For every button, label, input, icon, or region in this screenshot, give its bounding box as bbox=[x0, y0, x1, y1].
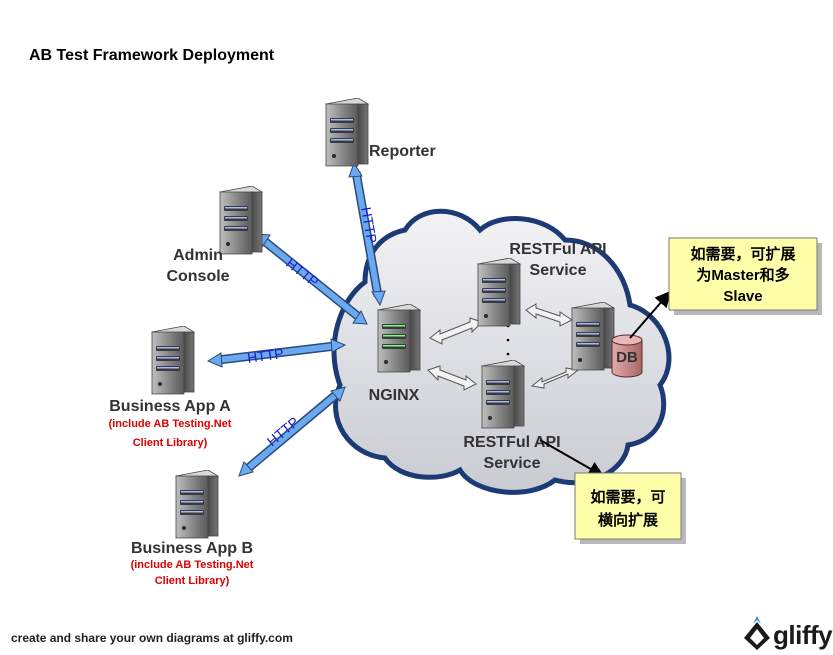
internal-arrows bbox=[427, 303, 580, 391]
db-scaling-note: 如需要，可扩展 为Master和多 Slave bbox=[668, 237, 822, 315]
nginx-label: NGINX bbox=[369, 387, 420, 404]
diagram-title: AB Test Framework Deployment bbox=[29, 47, 275, 64]
footer-text[interactable]: create and share your own diagrams at gl… bbox=[11, 631, 293, 645]
app-a-note-line1: (include AB Testing.Net bbox=[109, 418, 232, 430]
http-label-admin: HTTP bbox=[283, 255, 322, 290]
gliffy-logo-icon bbox=[744, 616, 770, 650]
reporter-label: Reporter bbox=[369, 143, 436, 160]
http-arrow-reporter: HTTP bbox=[348, 161, 386, 307]
app-a-label: Business App A bbox=[109, 398, 231, 415]
api-top-server-icon bbox=[477, 258, 521, 327]
app-b-server-icon bbox=[175, 470, 219, 539]
db-note-line3: Slave bbox=[723, 288, 762, 305]
http-arrow-app-a: HTTP bbox=[206, 338, 347, 368]
admin-label-line2: Console bbox=[166, 268, 229, 285]
db-cylinder-icon: DB bbox=[611, 334, 643, 378]
http-arrow-app-b: HTTP bbox=[238, 386, 346, 477]
api-scaling-note: 如需要，可 横向扩展 bbox=[574, 472, 686, 544]
db-server-icon bbox=[571, 302, 615, 371]
admin-label-line1: Admin bbox=[173, 247, 223, 264]
app-b-label: Business App B bbox=[131, 540, 253, 557]
db-label: DB bbox=[616, 349, 638, 366]
http-label-app-a: HTTP bbox=[246, 345, 284, 366]
db-note-line1: 如需要，可扩展 bbox=[690, 245, 795, 263]
http-arrow-admin: HTTP bbox=[255, 233, 368, 325]
gliffy-brand-text[interactable]: gliffy bbox=[773, 620, 833, 650]
api-note-line1: 如需要，可 bbox=[590, 488, 665, 506]
api-note-line2: 横向扩展 bbox=[598, 511, 658, 529]
nginx-server-icon bbox=[377, 304, 421, 373]
api-bottom-label-line1: RESTFul API bbox=[463, 434, 560, 451]
app-a-note-line2: Client Library) bbox=[133, 437, 208, 449]
reporter-server-icon bbox=[325, 98, 369, 167]
db-note-connector bbox=[629, 290, 672, 339]
admin-console-server-icon bbox=[219, 186, 263, 255]
api-top-label-line2: Service bbox=[530, 262, 587, 279]
api-bottom-server-icon bbox=[481, 360, 525, 429]
cloud-region bbox=[331, 208, 672, 495]
app-b-note-line2: Client Library) bbox=[155, 575, 230, 587]
db-note-line2: 为Master和多 bbox=[696, 266, 789, 284]
http-label-reporter: HTTP bbox=[358, 206, 380, 245]
api-bottom-label-line2: Service bbox=[484, 455, 541, 472]
api-note-connector bbox=[539, 439, 605, 477]
app-a-server-icon bbox=[151, 326, 195, 395]
api-top-label-line1: RESTFul API bbox=[509, 241, 606, 258]
app-b-note-line1: (include AB Testing.Net bbox=[131, 559, 254, 571]
